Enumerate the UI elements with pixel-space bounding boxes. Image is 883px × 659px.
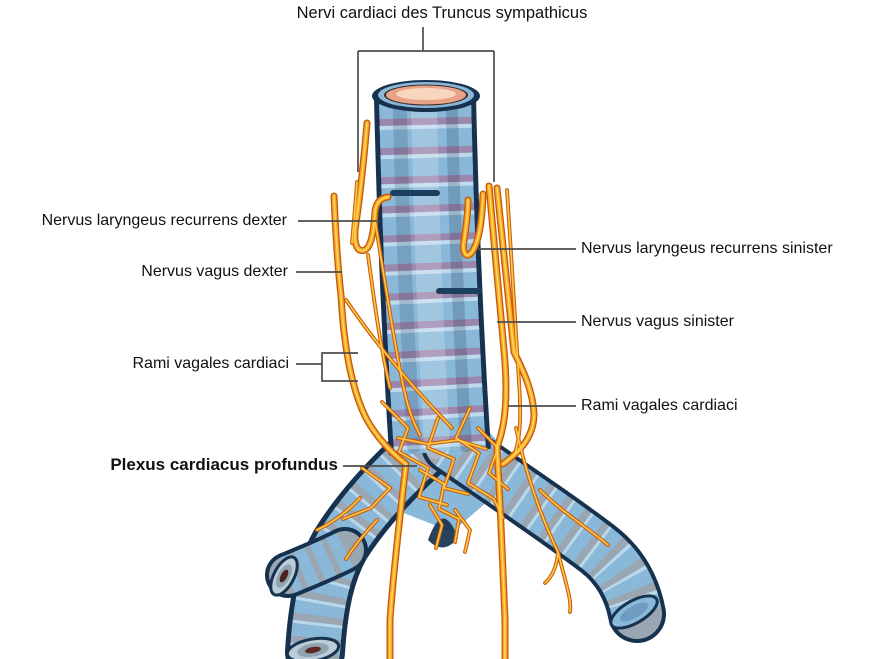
label-rami-vagales-cardiaci-left: Rami vagales cardiaci [132,355,289,372]
figure-title: Nervi cardiaci des Truncus sympathicus [296,4,588,22]
carina-notch [428,518,458,548]
label-nervus-laryngeus-recurrens-dexter: Nervus laryngeus recurrens dexter [41,212,287,229]
label-rami-vagales-cardiaci-right: Rami vagales cardiaci [581,397,738,414]
cartilage-slit-upper [390,190,440,196]
label-nervus-vagus-dexter: Nervus vagus dexter [141,263,288,280]
trachea [372,80,491,459]
label-nervus-vagus-sinister: Nervus vagus sinister [581,313,734,330]
left-bronchus-cut-face [285,636,341,659]
label-nervus-laryngeus-recurrens-sinister: Nervus laryngeus recurrens sinister [581,240,833,257]
leader-lines [296,27,576,467]
left-bronchus-upper-stub [265,527,368,598]
title-bracket [357,27,495,182]
cardiac-nerves [315,119,610,659]
stub-cut-face [269,555,299,597]
label-plexus-cardiacus-profundus: Plexus cardiacus profundus [110,455,338,474]
cartilage-slit-lower [436,288,482,294]
right-bronchus-end-cap [609,594,659,630]
leader-rami-left-bracket [296,352,358,382]
trachea-opening [372,80,480,112]
right-bronchus [421,416,666,643]
